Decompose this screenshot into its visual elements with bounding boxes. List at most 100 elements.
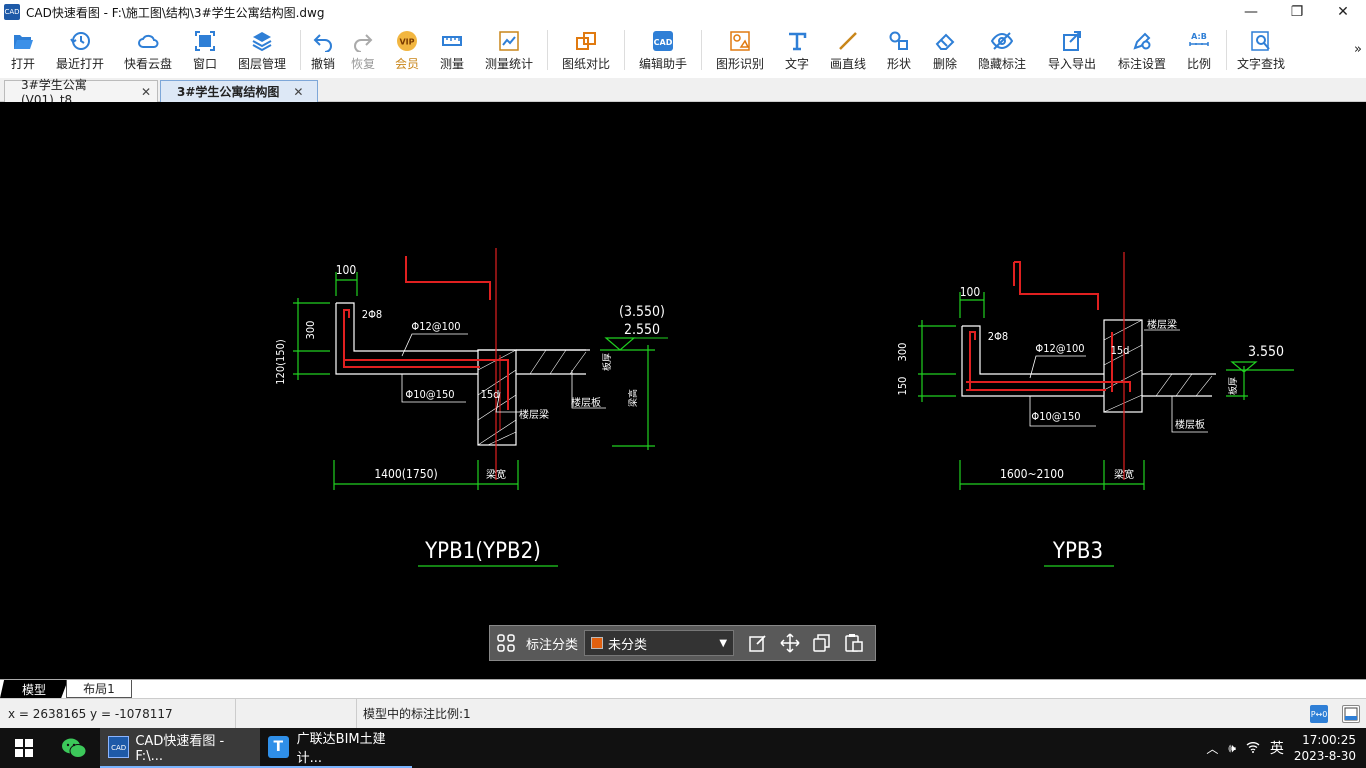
- ruler-icon: [442, 36, 462, 46]
- redo-button[interactable]: 恢复: [341, 24, 385, 76]
- import-export-button[interactable]: 导入导出: [1036, 24, 1108, 76]
- cloud-icon: [138, 34, 159, 48]
- glodon-app-icon: T: [268, 736, 289, 758]
- undo-label: 撤销: [310, 57, 335, 71]
- window-button[interactable]: 窗口: [182, 24, 228, 76]
- tab-layout1-label: 布局1: [83, 682, 115, 696]
- dim-text: 120(150): [274, 339, 287, 385]
- svg-text:VIP: VIP: [399, 38, 414, 47]
- document-tabs: 3#学生公寓(V01)_t8 ✕ 3#学生公寓结构图 ✕: [0, 78, 1366, 107]
- wechat-icon[interactable]: [48, 728, 100, 768]
- copy-icon[interactable]: [806, 626, 838, 660]
- move-icon[interactable]: [774, 626, 806, 660]
- span-text: 1400(1750): [374, 467, 437, 481]
- edit-assistant-button[interactable]: CAD 编辑助手: [629, 24, 697, 76]
- drawing-canvas[interactable]: 100 300 120(150) 2Φ8 Φ12@100 Φ10@150 (3.…: [0, 102, 1366, 679]
- measure-button[interactable]: 测量: [429, 24, 475, 76]
- settings-pen-icon: [1133, 32, 1151, 50]
- dim-text: 100: [960, 285, 981, 299]
- anchor-text: 15d: [481, 388, 500, 401]
- text-button[interactable]: 文字: [774, 24, 820, 76]
- measure-stats-button[interactable]: 测量统计: [475, 24, 543, 76]
- tab-dormitory-v01[interactable]: 3#学生公寓(V01)_t8 ✕: [4, 78, 158, 107]
- cloud-button[interactable]: 快看云盘: [114, 24, 182, 76]
- open-label: 打开: [10, 57, 35, 71]
- vip-icon: VIP: [397, 31, 417, 51]
- chevron-down-icon: ▼: [719, 637, 728, 649]
- toolbar-divider: [300, 30, 301, 70]
- toolbar-more-icon[interactable]: »: [1354, 42, 1362, 57]
- category-color-swatch: [591, 637, 604, 649]
- close-icon[interactable]: ✕: [293, 84, 304, 99]
- layers-icon: [252, 32, 272, 52]
- close-icon[interactable]: ✕: [140, 84, 151, 99]
- upper-wall-line: [405, 256, 491, 300]
- restore-button[interactable]: ❐: [1290, 4, 1304, 20]
- edit-icon[interactable]: [742, 626, 774, 660]
- hide-annotation-button[interactable]: 隐藏标注: [968, 24, 1036, 76]
- layers-button[interactable]: 图层管理: [228, 24, 296, 76]
- vip-button[interactable]: VIP 会员: [385, 24, 429, 76]
- ratio-icon: A:B: [1189, 32, 1209, 46]
- elevation-mark: [1230, 361, 1258, 373]
- slab-outline: [961, 325, 1104, 397]
- annotation-settings-label: 标注设置: [1117, 57, 1166, 71]
- shape-button[interactable]: 形状: [876, 24, 922, 76]
- paper-ortho-icon[interactable]: P↔0: [1310, 705, 1328, 723]
- beam-section: [477, 349, 517, 446]
- compare-button[interactable]: 图纸对比: [552, 24, 620, 76]
- taskbar-app-label: CAD快速看图 - F:\...: [135, 734, 225, 764]
- selected-category: 未分类: [608, 637, 648, 653]
- dim-100-line: [959, 292, 985, 318]
- detail-title: YPB1(YPB2): [424, 539, 541, 564]
- undo-button[interactable]: 撤销: [305, 24, 341, 76]
- paste-icon[interactable]: [838, 626, 870, 660]
- eye-off-icon: [991, 32, 1013, 50]
- windows-start-icon[interactable]: [0, 728, 48, 768]
- toolbar-divider: [624, 30, 625, 70]
- measure-stats-label: 测量统计: [484, 57, 533, 71]
- cad-app-icon: CAD: [108, 736, 130, 758]
- close-window-button[interactable]: ✕: [1337, 4, 1349, 20]
- tab-structure-drawing[interactable]: 3#学生公寓结构图 ✕: [160, 80, 318, 102]
- draw-line-button[interactable]: 画直线: [820, 24, 876, 76]
- minimize-button[interactable]: —: [1244, 4, 1258, 20]
- export-icon: [1063, 31, 1081, 51]
- taskbar-cad-app[interactable]: CAD CAD快速看图 - F:\...: [100, 728, 260, 768]
- recent-button[interactable]: 最近打开: [46, 24, 114, 76]
- compare-icon: [576, 32, 596, 50]
- clock[interactable]: 17:00:25 2023-8-30: [1294, 732, 1356, 764]
- dim-text: 100: [336, 263, 357, 277]
- grid-icon[interactable]: [490, 626, 522, 660]
- status-bar: x = 2638165 y = -1078117 模型中的标注比例:1 P↔0: [0, 698, 1366, 729]
- taskbar-glodon-app[interactable]: T 广联达BIM土建计...: [260, 728, 412, 768]
- text-search-button[interactable]: 文字查找: [1231, 24, 1291, 76]
- open-button[interactable]: 打开: [0, 24, 46, 76]
- shapes-icon: [889, 31, 908, 50]
- scale-button[interactable]: A:B 比例: [1176, 24, 1222, 76]
- tab-layout1[interactable]: 布局1: [66, 680, 132, 698]
- rebar-text: Φ12@100: [411, 320, 460, 333]
- panel-toggle-icon[interactable]: [1342, 705, 1360, 723]
- tab-model[interactable]: 模型: [0, 680, 68, 698]
- annotation-settings-button[interactable]: 标注设置: [1108, 24, 1176, 76]
- rebar-hook: [343, 309, 350, 366]
- beam-label: 楼层梁: [1147, 318, 1177, 331]
- chevron-up-icon[interactable]: ︿: [1206, 741, 1219, 756]
- folder-open-icon: [14, 35, 33, 49]
- import-export-label: 导入导出: [1047, 57, 1096, 71]
- elevation-mark: [604, 337, 636, 351]
- measure-chart-icon: [499, 31, 519, 51]
- text-search-label: 文字查找: [1236, 57, 1285, 71]
- recent-label: 最近打开: [55, 57, 104, 71]
- rebar: [966, 332, 1131, 392]
- input-method-indicator[interactable]: 英: [1269, 741, 1284, 757]
- annotation-category-select[interactable]: 未分类 ▼: [584, 630, 735, 656]
- speaker-icon[interactable]: 🕪: [1228, 740, 1236, 755]
- undo-icon: [313, 34, 332, 52]
- shape-recognition-button[interactable]: 图形识别: [706, 24, 774, 76]
- annotation-category-label: 标注分类: [526, 637, 579, 653]
- delete-button[interactable]: 删除: [922, 24, 968, 76]
- wifi-icon[interactable]: [1246, 741, 1260, 756]
- vip-label: 会员: [394, 57, 419, 71]
